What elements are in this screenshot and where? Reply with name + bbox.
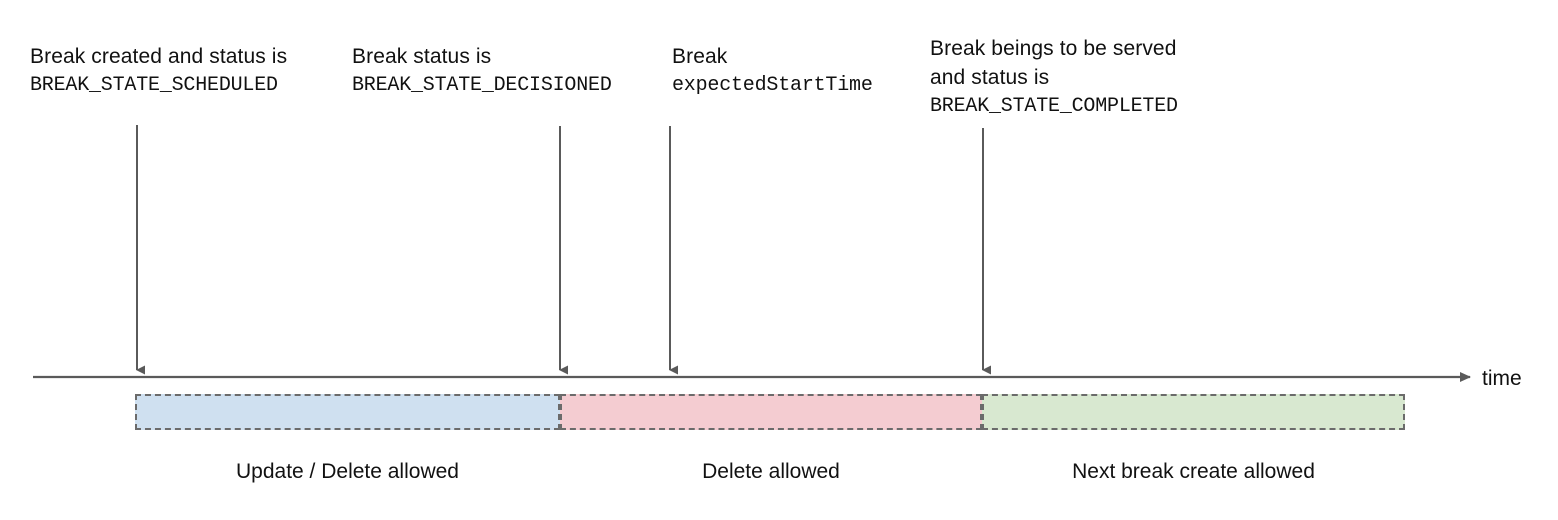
event-label-break-expected-start-time: Break expectedStartTime	[672, 42, 873, 100]
event-label-line: Break status is	[352, 45, 492, 68]
event-label-line: BREAK_STATE_DECISIONED	[352, 74, 612, 97]
phase-bar-next-break-create-allowed	[982, 394, 1405, 430]
event-label-break-completed: Break beings to be served and status is BR…	[930, 34, 1178, 121]
event-label-break-created: Break created and status is BREAK_STATE_S…	[30, 42, 287, 100]
phase-caption-delete-allowed: Delete allowed	[702, 460, 840, 483]
time-axis-label: time	[1482, 367, 1522, 390]
phase-bar-update-delete-allowed	[135, 394, 560, 430]
phase-caption-next-break-create-allowed: Next break create allowed	[1072, 460, 1315, 483]
event-label-line: BREAK_STATE_COMPLETED	[930, 95, 1178, 118]
event-label-line: Break created and status is	[30, 45, 288, 68]
event-label-line: expectedStartTime	[672, 74, 873, 97]
event-label-break-decisioned: Break status is BREAK_STATE_DECISIONED	[352, 42, 612, 100]
event-label-line: BREAK_STATE_SCHEDULED	[30, 74, 278, 97]
phase-bar-delete-allowed	[560, 394, 982, 430]
event-label-line: Break beings to be served	[930, 37, 1177, 60]
event-marker-group	[136, 125, 991, 375]
event-label-line: and status is	[930, 66, 1050, 89]
phase-caption-update-delete-allowed: Update / Delete allowed	[236, 460, 459, 483]
event-label-line: Break	[672, 45, 728, 68]
